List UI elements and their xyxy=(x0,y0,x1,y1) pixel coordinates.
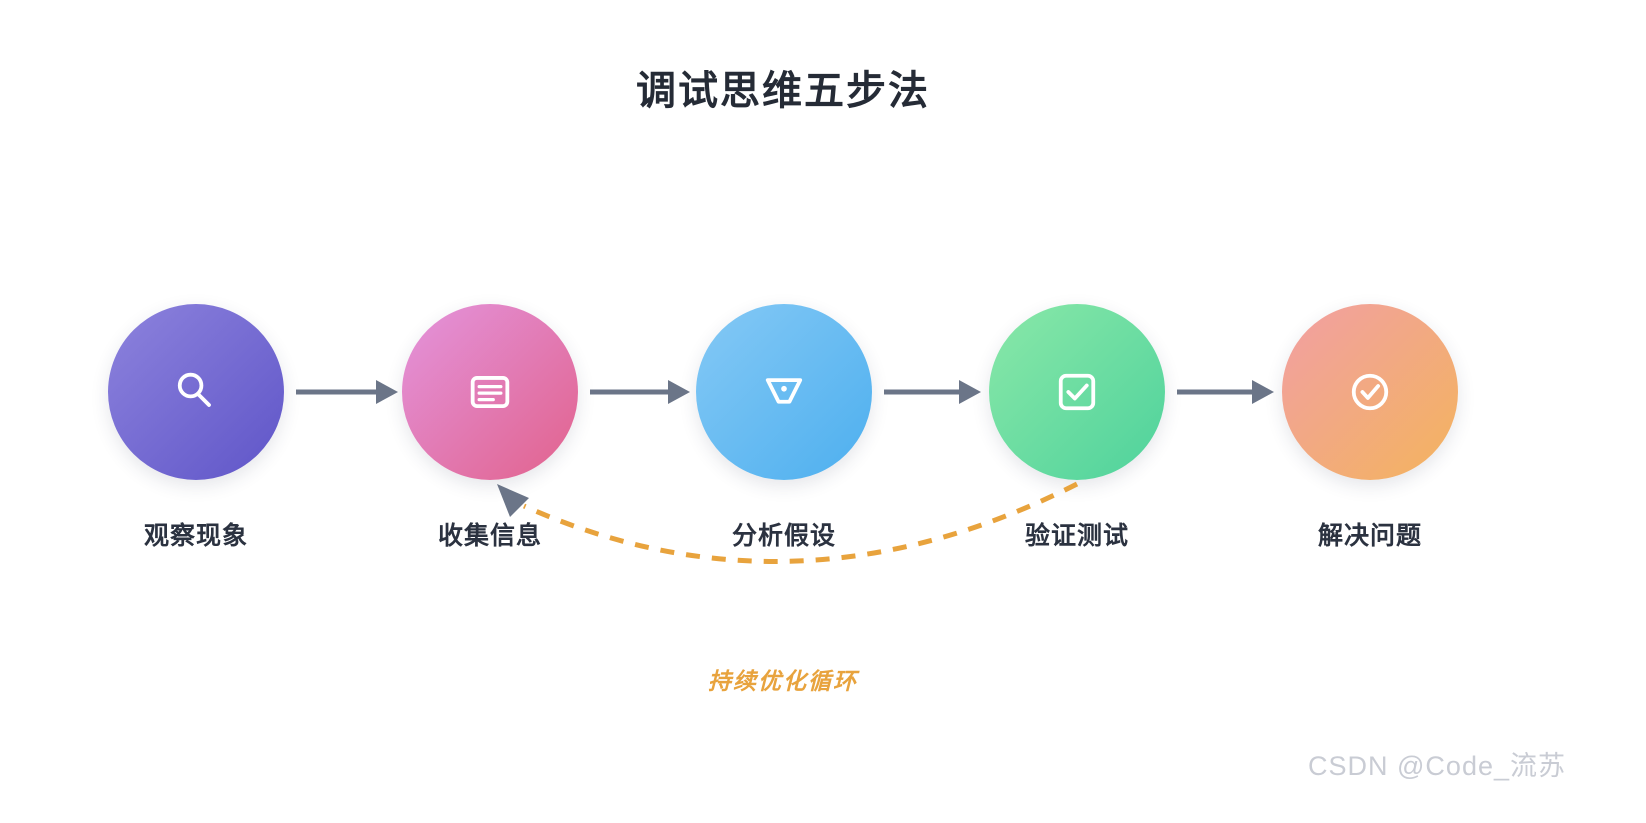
flow-arrow xyxy=(296,380,398,404)
step-label: 分析假设 xyxy=(731,522,836,550)
flow-step-collect: 收集信息 xyxy=(402,304,578,552)
step-label: 观察现象 xyxy=(143,522,248,550)
flow-arrow xyxy=(1177,380,1274,404)
flow-step-solve: 解决问题 xyxy=(1282,304,1458,552)
search-icon xyxy=(177,372,211,407)
funnel-icon xyxy=(765,378,803,404)
step-label: 验证测试 xyxy=(1024,522,1129,550)
flow-arrow xyxy=(590,380,690,404)
step-circle xyxy=(989,304,1165,480)
flow-step-analyze: 分析假设 xyxy=(696,304,872,552)
step-circle xyxy=(108,304,284,480)
step-circle xyxy=(696,304,872,480)
check-circle-icon xyxy=(1351,373,1389,411)
watermark: CSDN @Code_流苏 xyxy=(1308,751,1566,781)
step-label: 解决问题 xyxy=(1317,522,1422,550)
flow-step-observe: 观察现象 xyxy=(108,304,284,552)
checkbox-icon xyxy=(1058,373,1096,411)
flow-arrow xyxy=(884,380,981,404)
flow-step-verify: 验证测试 xyxy=(989,304,1165,552)
step-label: 收集信息 xyxy=(437,522,542,550)
loop-label: 持续优化循环 xyxy=(708,668,858,694)
step-circle xyxy=(1282,304,1458,480)
step-circle xyxy=(402,304,578,480)
document-icon xyxy=(470,376,510,408)
page-title: 调试思维五步法 xyxy=(636,69,930,113)
